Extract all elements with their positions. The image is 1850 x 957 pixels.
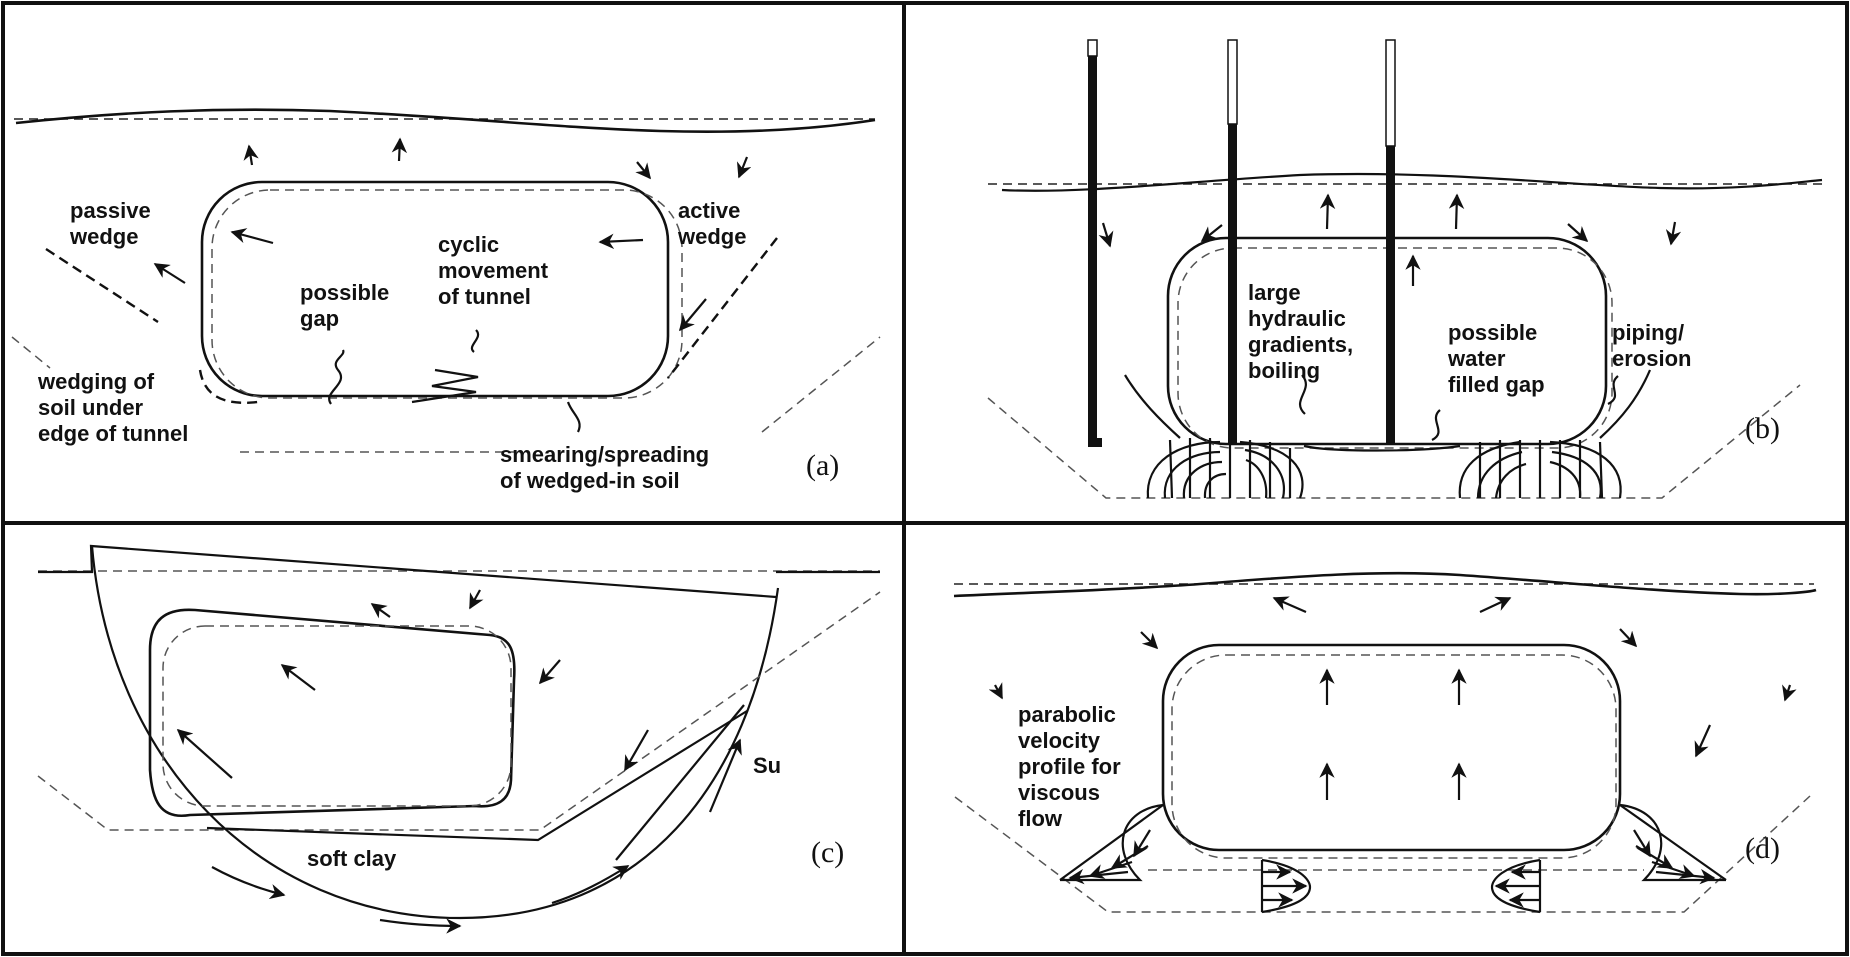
arrow-3 <box>280 664 316 691</box>
tunnel-original <box>1177 247 1613 449</box>
piezometer-2-water <box>1228 124 1237 445</box>
arrow-1 <box>1272 596 1307 614</box>
panel-a: passive wedge active wedge cyclic moveme… <box>11 108 881 493</box>
shear-arrow-2 <box>379 918 462 934</box>
panel-d-tag: (d) <box>1745 832 1780 865</box>
soft-clay-label: soft clay <box>307 846 397 871</box>
active-wedge-label: active wedge <box>677 198 747 249</box>
velocity-profile-center-right <box>1490 858 1542 914</box>
tunnel-leader <box>470 329 480 353</box>
piezometer-1-empty <box>1087 39 1098 57</box>
wedged-soil-left <box>198 369 259 404</box>
panel-a-tag: (a) <box>806 449 839 482</box>
piezometer-1-water <box>1088 56 1097 444</box>
possible-gap-label: possible gap <box>300 280 395 331</box>
panel-c: soft clay Su (c) <box>37 544 881 934</box>
piping-line-left <box>1124 374 1181 439</box>
arrow-5 <box>538 659 561 685</box>
wedging-label: wedging of soil under edge of tunnel <box>37 369 188 446</box>
piezometer-1-foot <box>1088 438 1102 447</box>
up-arrow-1 <box>243 144 259 166</box>
tunnel-original <box>1171 654 1617 859</box>
excavation-slope-left <box>11 336 51 369</box>
up-arrow-2 <box>1448 193 1465 230</box>
excavation-slope-right <box>761 336 881 433</box>
active-wedge-line <box>667 237 778 379</box>
flow-net-right <box>1458 440 1622 499</box>
down-arrow-1 <box>1098 222 1114 248</box>
down-arrow-3 <box>1567 223 1589 243</box>
tunnel-displaced <box>200 180 670 398</box>
gap-leader <box>328 349 345 405</box>
arrow-3 <box>1140 631 1159 650</box>
piezometer-3-water <box>1386 146 1395 445</box>
down-arrow-1 <box>635 161 651 180</box>
velocity-profile-center-left <box>1260 858 1312 914</box>
passive-wedge-line <box>45 247 159 324</box>
smearing-leader <box>566 401 581 433</box>
excavation-outline <box>37 591 881 831</box>
excavation-outline <box>954 795 1811 913</box>
tunnel-original <box>162 625 512 807</box>
arrow-6 <box>624 729 649 772</box>
water-gap-lens <box>1303 444 1461 452</box>
parabolic-profile-label: parabolic velocity profile for viscous f… <box>1018 702 1127 831</box>
arrow-7 <box>1694 724 1712 758</box>
down-arrow-4 <box>1665 221 1682 246</box>
slope-surface <box>38 544 880 599</box>
velocity-profile-right <box>1619 803 1727 885</box>
inward-arrow-3 <box>598 233 644 250</box>
excavation-outline <box>987 384 1801 499</box>
piping-line-right <box>1599 369 1652 439</box>
su-label: Su <box>753 753 781 778</box>
arrow-4 <box>176 728 233 779</box>
arrow-5 <box>988 682 1003 700</box>
piezometer-3-empty <box>1385 39 1396 147</box>
piping-leader <box>1607 375 1619 405</box>
down-arrow-2 <box>736 156 752 179</box>
arrow-2 <box>1479 596 1512 613</box>
piezometer-2-empty <box>1227 39 1238 125</box>
panel-b-tag: (b) <box>1745 412 1780 445</box>
inward-arrow-4 <box>679 298 707 332</box>
water-gap-leader <box>1431 409 1441 441</box>
tunnel-original <box>211 189 683 399</box>
passive-wedge-label: passive wedge <box>69 198 157 249</box>
arrow-1 <box>370 603 391 619</box>
deformed-ground-surface <box>1001 172 1823 192</box>
slip-circle <box>90 545 780 920</box>
down-arrow-2 <box>1200 224 1223 242</box>
shear-arrow-su <box>708 738 742 813</box>
velocity-profile-left <box>1059 803 1164 885</box>
inward-arrow-2 <box>153 263 186 284</box>
soft-clay-boundary <box>206 710 748 842</box>
arrow-2 <box>469 589 484 610</box>
hydraulic-gradients-label: large hydraulic gradients, boiling <box>1248 280 1359 383</box>
arrow-4 <box>1619 628 1638 648</box>
arrow-6 <box>1782 684 1797 702</box>
tunnel-displaced <box>148 608 516 818</box>
deformed-ground-surface <box>15 108 876 133</box>
hydraulic-leader <box>1298 374 1307 415</box>
up-arrow-2 <box>391 137 408 162</box>
panel-c-tag: (c) <box>811 836 844 869</box>
panel-d: parabolic velocity profile for viscous f… <box>953 571 1817 914</box>
cyclic-movement-label: cyclic movement of tunnel <box>438 232 554 309</box>
flow-net-left <box>1146 438 1304 499</box>
inward-arrow-1 <box>230 228 274 245</box>
panel-b: large hydraulic gradients, boiling possi… <box>987 39 1823 499</box>
water-gap-label: possible water filled gap <box>1447 320 1545 397</box>
up-arrow-1 <box>1319 193 1336 230</box>
trench-side <box>615 704 745 861</box>
shear-arrow-1 <box>211 866 286 900</box>
tunnel-displaced <box>1161 643 1622 852</box>
cyclic-movement-zigzag <box>411 368 479 404</box>
deformed-ground-surface <box>953 571 1817 598</box>
shear-arrow-3 <box>551 865 630 905</box>
smearing-label: smearing/spreading of wedged-in soil <box>500 442 715 493</box>
piping-label: piping/ erosion <box>1612 320 1691 371</box>
